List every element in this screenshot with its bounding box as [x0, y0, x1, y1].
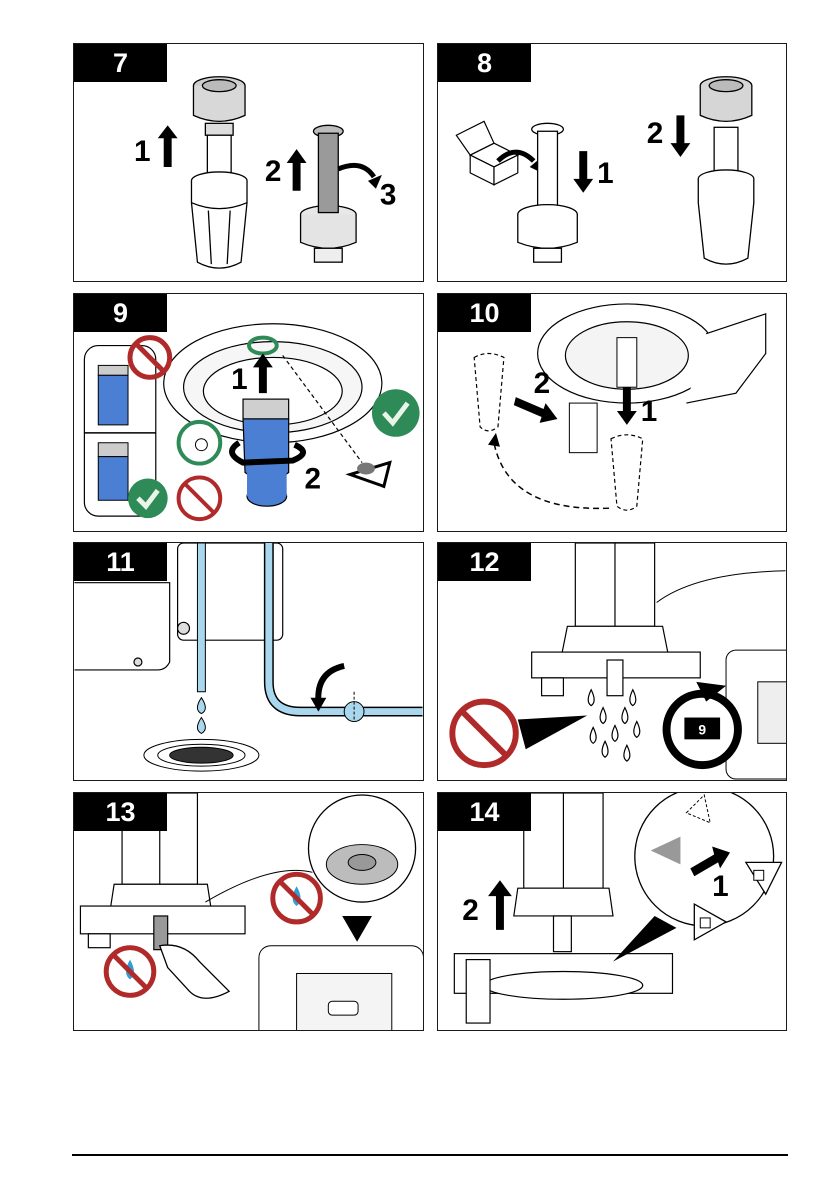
step-number-badge: 10: [438, 294, 531, 332]
check-icon: [372, 389, 420, 437]
step-number-badge: 11: [74, 543, 167, 581]
footer-rule: [72, 1154, 788, 1156]
arrow-down-icon: [573, 151, 593, 193]
step-number-badge: 13: [74, 793, 167, 831]
filter-base: [301, 206, 357, 263]
filter-thumb: [98, 365, 128, 424]
check-icon: [128, 478, 168, 518]
step-9-panel: 9 1 2: [73, 293, 424, 532]
water-drop-icon: [588, 690, 640, 761]
filter-body: [698, 170, 754, 264]
step-7-panel: 7 1: [73, 43, 424, 282]
step-number-badge: 9: [74, 294, 167, 332]
step-number-badge: 14: [438, 793, 531, 831]
callout-2: 2: [647, 117, 664, 150]
valve-icon: [344, 692, 364, 722]
callout-1: 1: [641, 395, 658, 428]
blue-filter: [243, 399, 289, 506]
cloth-icon: [160, 945, 229, 998]
analyzer-housing: [538, 304, 766, 403]
step-14-panel: 14 2 1: [437, 792, 787, 1031]
step-number-badge: 12: [438, 543, 531, 581]
arrow-right-icon: [514, 397, 558, 423]
filter-cap: [700, 77, 752, 122]
pointer-triangle-icon: [342, 916, 372, 942]
arrow-down-icon: [671, 115, 691, 157]
detail-magnifier: [635, 793, 774, 926]
curved-arrow-icon: [338, 165, 374, 176]
step-11-panel: 11: [73, 542, 424, 781]
callout-2: 2: [462, 894, 479, 927]
filter-thumb: [98, 443, 128, 501]
no-tool-icon: [179, 477, 221, 519]
rotate-arrow-icon: [318, 666, 344, 702]
callout-2: 2: [265, 155, 282, 188]
no-water-icon: [273, 874, 321, 922]
water-drop-icon: [197, 698, 205, 734]
callout-1: 1: [231, 363, 248, 396]
detail-magnifier: [308, 795, 415, 902]
no-water-icon: [106, 948, 154, 996]
callout-1: 1: [712, 870, 729, 903]
eye-icon: [350, 463, 390, 487]
analyzer-enclosure: [259, 946, 423, 1030]
step-13-panel: 13: [73, 792, 424, 1031]
step-8-panel: 8 1: [437, 43, 787, 282]
filter-body: [191, 172, 247, 268]
filter-base: [518, 205, 577, 263]
repeat-step-ref: 9: [698, 721, 706, 737]
step-10-panel: 10 1 2: [437, 293, 787, 532]
drain-icon: [144, 739, 259, 771]
prohibited-icon: [452, 702, 515, 765]
step-number-badge: 8: [438, 44, 531, 82]
callout-2: 2: [534, 367, 551, 400]
callout-1: 1: [134, 135, 151, 168]
drain-tube: [197, 543, 205, 692]
step-12-panel: 12 9: [437, 542, 787, 781]
callout-3: 3: [380, 179, 397, 212]
filter-cap: [193, 77, 245, 136]
callout-1: 1: [597, 157, 614, 190]
filter-tube: [207, 135, 231, 175]
arrow-up-icon: [287, 149, 307, 191]
callout-2: 2: [305, 462, 322, 495]
arrow-up-icon: [158, 125, 178, 167]
step-number-badge: 7: [74, 44, 167, 82]
hand-tighten-icon: [179, 422, 221, 464]
arrow-up-icon: [488, 880, 512, 930]
analyzer-column: [532, 543, 701, 696]
